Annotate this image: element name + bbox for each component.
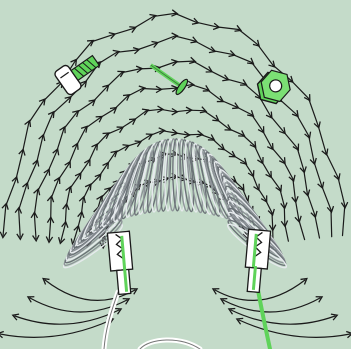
- background: [0, 0, 351, 349]
- slinky-electromagnet-illustration: [0, 0, 351, 349]
